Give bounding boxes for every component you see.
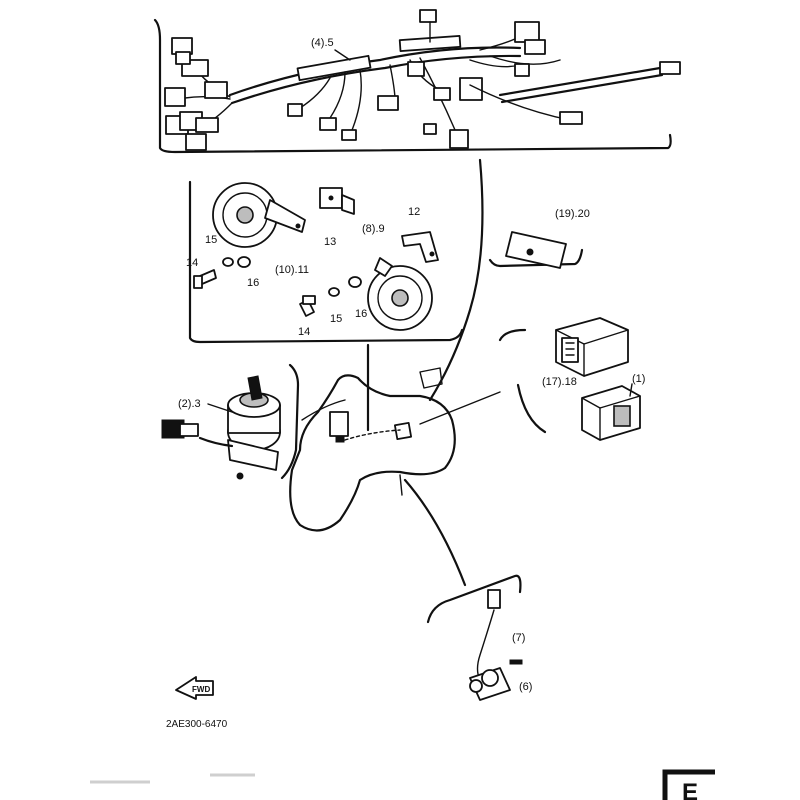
label-unit-1: (1): [632, 373, 645, 385]
washer-15a: [222, 257, 234, 267]
unit-1: [581, 383, 641, 441]
label-washer-15b: 15: [330, 313, 342, 325]
bracket-12: [401, 231, 439, 263]
label-sensor-6: (6): [519, 681, 532, 693]
washer-15b: [328, 287, 340, 297]
label-horn-a: (10).11: [275, 264, 309, 276]
washer-16a: [237, 256, 251, 268]
corner-mark: E: [662, 769, 715, 800]
label-plate-19: (19).20: [555, 208, 590, 220]
label-relay-17: (17).18: [542, 376, 577, 388]
label-washer-15a: 15: [205, 234, 217, 246]
label-horn-b: (8).9: [362, 223, 385, 235]
horn-group: [188, 180, 464, 344]
label-switch-2: (2).3: [178, 398, 201, 410]
label-washer-16a: 16: [247, 277, 259, 289]
fwd-label: FWD: [192, 685, 210, 694]
label-washer-16b: 16: [355, 308, 367, 320]
wire-harness: [153, 9, 681, 154]
washer-16b: [348, 276, 362, 288]
corner-letter: E: [682, 779, 698, 800]
screw-14a: [193, 269, 217, 289]
main-switch: [161, 363, 300, 480]
label-screw-7: (7): [512, 632, 525, 644]
sensor-group: [426, 574, 523, 701]
label-bracket-13: 13: [324, 236, 336, 248]
plate-19: [488, 231, 584, 269]
bottom-faint-marks: [90, 773, 255, 784]
diagram-code: 2AE300-6470: [166, 719, 228, 730]
screw-14b: [299, 295, 316, 317]
fwd-arrow: FWD: [175, 676, 214, 700]
relay-17: [498, 317, 629, 434]
label-screw-14b: 14: [298, 326, 310, 338]
label-screw-14a: 14: [186, 257, 198, 269]
label-harness: (4).5: [311, 37, 334, 49]
frame: [289, 367, 456, 532]
label-bracket-12: 12: [408, 206, 420, 218]
